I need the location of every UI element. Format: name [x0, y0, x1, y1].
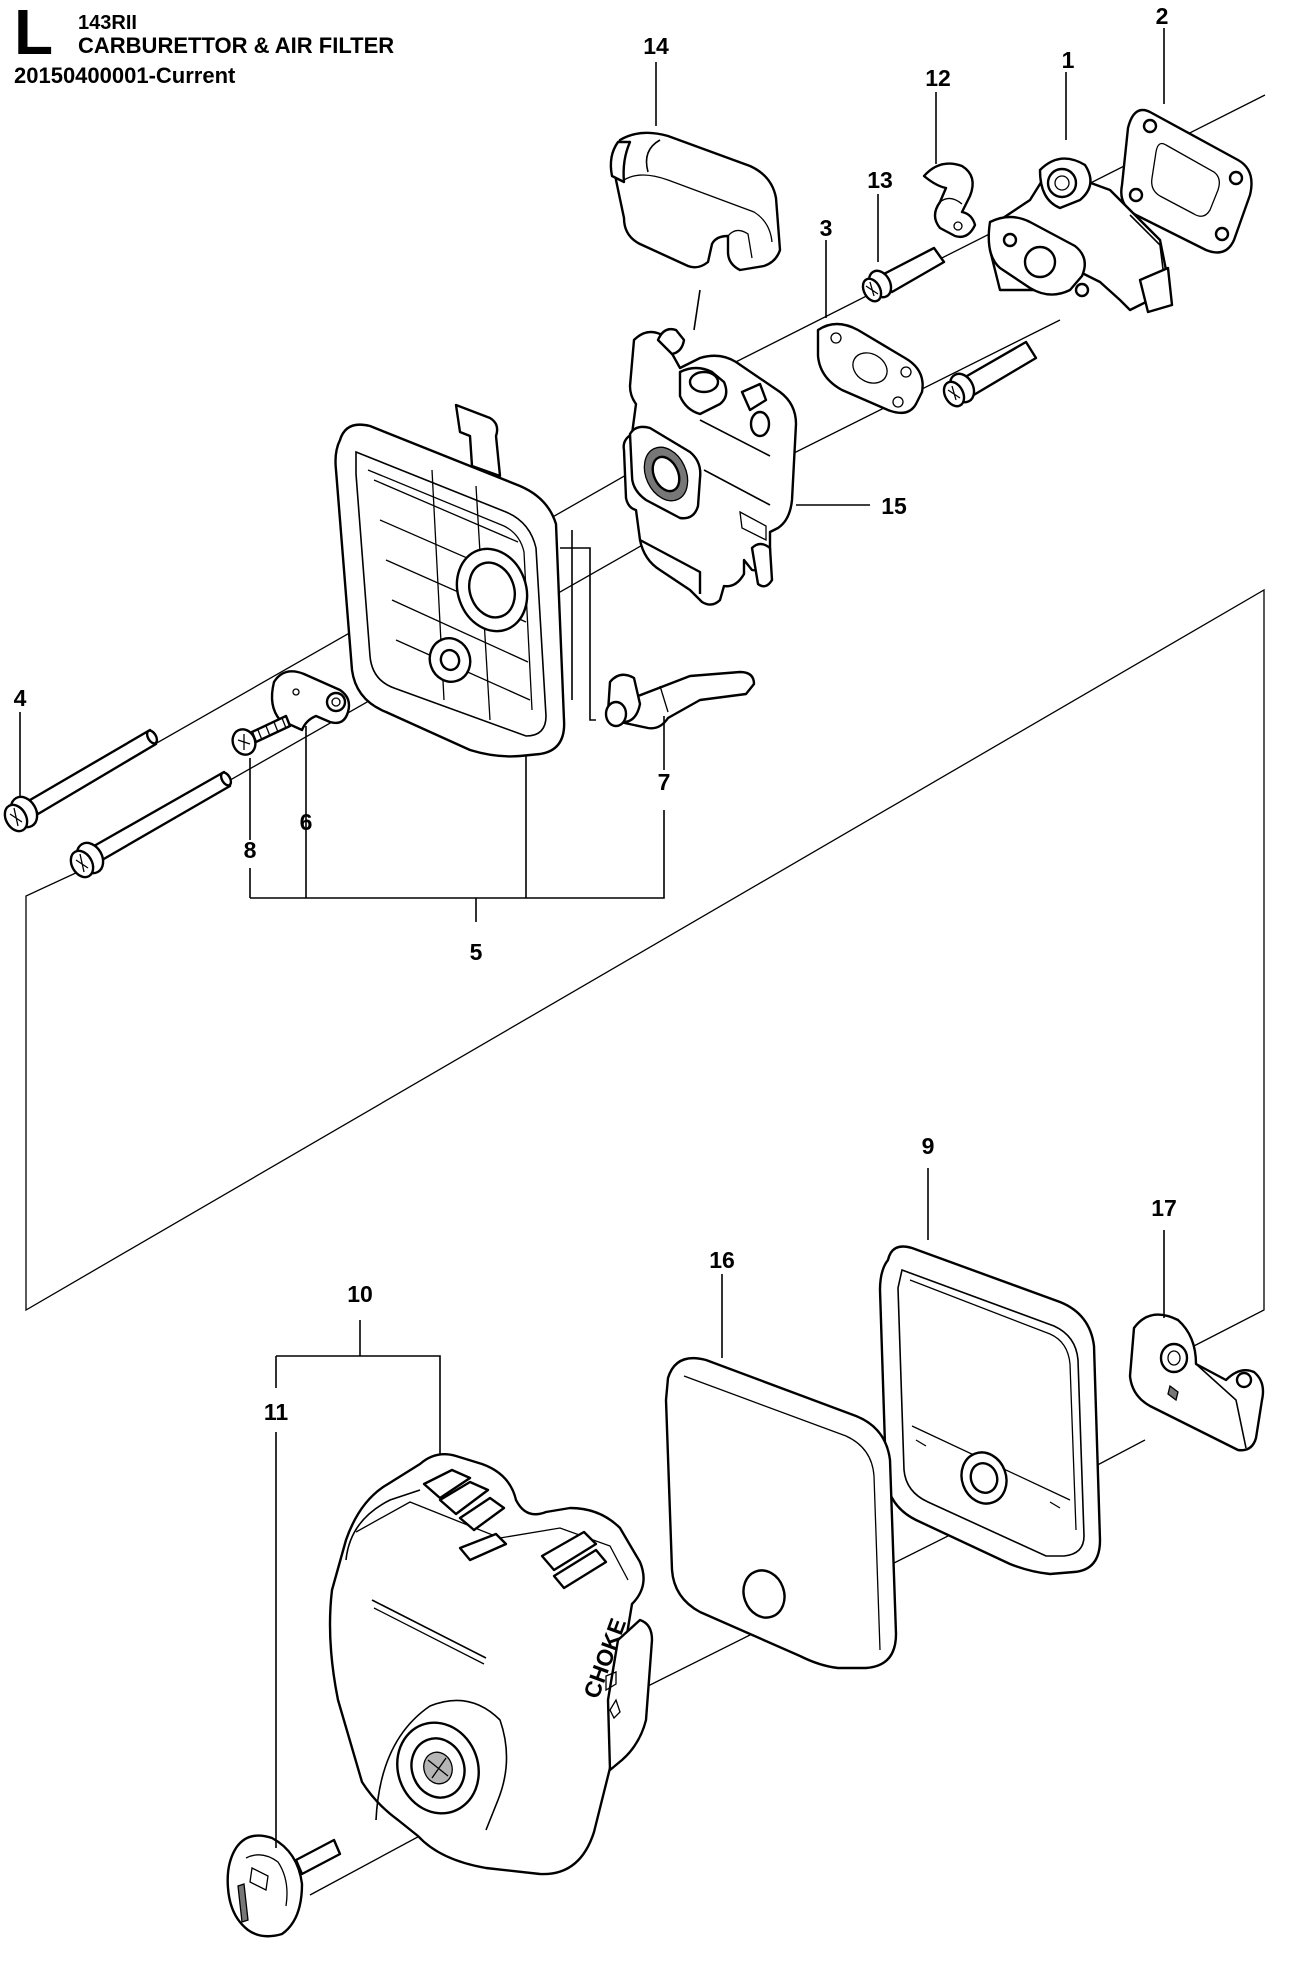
- part-screw-15-mount: [942, 340, 1038, 408]
- leader-lines: [19, 28, 1165, 1848]
- model-number: 143RII: [78, 12, 137, 34]
- part-screw-8: [231, 714, 292, 840]
- part-bolt-4-second: [69, 770, 233, 879]
- part-clip-12: [922, 162, 977, 239]
- diagram-title: CARBURETTOR & AIR FILTER: [78, 33, 395, 58]
- part-filter-element-16: [664, 1356, 898, 1670]
- callout-14: 14: [643, 33, 669, 59]
- part-filter-cover-10: CHOKE: [328, 1453, 654, 1876]
- callout-11: 11: [264, 1399, 289, 1425]
- callout-2: 2: [1156, 3, 1169, 29]
- callout-17: 17: [1151, 1195, 1177, 1221]
- part-carb-cover-14: [609, 131, 782, 331]
- part-bolt-4: [3, 728, 159, 833]
- part-plate-6: [270, 670, 351, 880]
- part-bracket-17: [1128, 1313, 1265, 1452]
- callout-15: 15: [881, 493, 907, 519]
- part-intake-manifold-1: [987, 157, 1174, 314]
- callout-numbers: 2 1 14 12 13 3 15 4 7 6 8 5 9 17 16 10 1…: [14, 3, 1177, 1425]
- callout-13: 13: [867, 167, 893, 193]
- part-filter-base-5: [334, 403, 596, 758]
- section-letter: L: [14, 0, 54, 68]
- callout-10: 10: [347, 1281, 373, 1307]
- callout-5: 5: [470, 939, 483, 965]
- part-choke-lever-7: [604, 670, 756, 770]
- part-carburettor-15: [622, 327, 870, 606]
- part-filter-frame-9: [878, 1245, 1102, 1576]
- callout-7: 7: [658, 769, 671, 795]
- callout-16: 16: [709, 1247, 735, 1273]
- callout-9: 9: [922, 1133, 935, 1159]
- callout-1: 1: [1062, 47, 1075, 73]
- part-knob-11: [226, 1834, 342, 1938]
- callout-6: 6: [300, 809, 313, 835]
- part-code: 20150400001-Current: [14, 63, 236, 88]
- callout-8: 8: [244, 837, 257, 863]
- part-screw-13: [861, 246, 946, 303]
- callout-12: 12: [925, 65, 951, 91]
- callout-3: 3: [820, 215, 833, 241]
- part-gasket-2: [1120, 108, 1253, 254]
- callout-4: 4: [14, 685, 27, 711]
- assembly-bracket-lines: [25, 588, 1265, 1349]
- part-carb-gasket-3: [816, 322, 924, 415]
